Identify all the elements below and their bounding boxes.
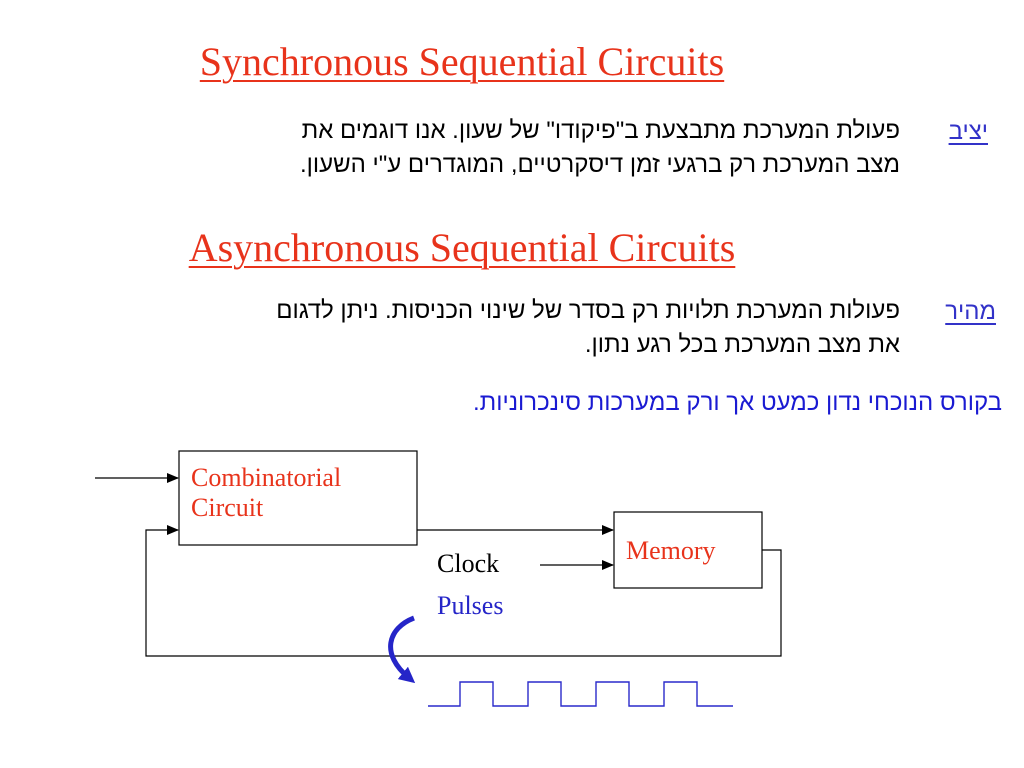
async-description-line-1: פעולות המערכת תלויות רק בסדר של שינוי הכ… [276, 297, 900, 324]
feedback-loop [145, 525, 782, 657]
clock-pulse-waveform [428, 681, 733, 707]
course-note: בקורס הנוכחי נדון כמעט אך ורק במערכות סי… [472, 389, 1002, 416]
sync-title: Synchronous Sequential Circuits [199, 39, 725, 84]
memory-label: Memory [626, 536, 716, 565]
combinational-circuit-box [178, 450, 418, 546]
memory-box [613, 511, 763, 589]
sync-description: פעולת המערכת מתבצעת ב"פיקודו" של שעון. א… [40, 114, 900, 182]
clock-label: Clock [437, 549, 500, 578]
clock-pulse-arrow [388, 615, 416, 684]
async-title: Asynchronous Sequential Circuits [188, 225, 736, 270]
pulses-label: Pulses [437, 591, 504, 620]
async-description: פעולות המערכת תלויות רק בסדר של שינוי הכ… [0, 294, 900, 362]
combinational-label-line-1: Combinatorial [191, 463, 342, 492]
combinational-circuit-label: Combinatorial Circuit [191, 463, 341, 523]
combinational-label-line-2: Circuit [191, 493, 264, 522]
sync-link-stable[interactable]: יציב [948, 118, 988, 145]
async-description-line-2: את מצב המערכת בכל רגע נתון. [584, 331, 900, 358]
async-link-fast[interactable]: מהיר [945, 298, 996, 325]
sync-description-line-1: פעולת המערכת מתבצעת ב"פיקודו" של שעון. א… [301, 117, 900, 144]
sync-description-line-2: מצב המערכת רק ברגעי זמן דיסקרטיים, המוגד… [300, 151, 900, 178]
